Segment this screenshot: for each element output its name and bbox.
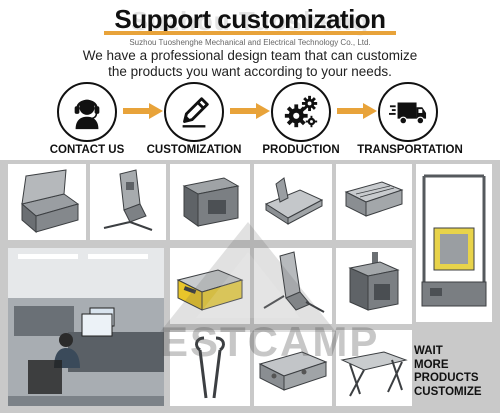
product-image-tray xyxy=(254,164,332,240)
product-image-rocket-stove xyxy=(254,248,332,324)
cta-line-2: MORE xyxy=(414,358,449,371)
arrow-right-icon xyxy=(230,103,270,119)
description: We have a professional design team that … xyxy=(0,48,500,80)
truck-icon xyxy=(389,102,427,125)
product-image-box xyxy=(8,164,86,240)
product-bbq-stand-render xyxy=(340,351,408,397)
watermark-text: ESTCAMP xyxy=(160,318,380,365)
description-line-2: the products you want according to your … xyxy=(108,64,392,79)
product-tongs-render xyxy=(195,336,225,399)
product-firebox-render xyxy=(182,177,240,227)
product-image-grill xyxy=(336,164,412,240)
product-folding-grill-render xyxy=(258,351,328,391)
product-image-stove xyxy=(90,164,166,240)
product-image-folding-grill xyxy=(254,330,332,406)
cta-line-1: WAIT xyxy=(414,345,443,357)
product-yellow-box-render xyxy=(176,269,244,311)
product-furnace-render xyxy=(421,174,487,307)
step-label-transportation: TRANSPORTATION xyxy=(357,144,463,156)
step-label-contact: CONTACT US xyxy=(49,144,125,156)
step-label-production: PRODUCTION xyxy=(262,144,340,156)
page-title: Support customization xyxy=(114,4,386,34)
step-contact xyxy=(57,82,117,142)
product-image-furnace xyxy=(416,164,492,322)
watermark-logo-icon xyxy=(160,222,336,332)
product-tray-render xyxy=(264,177,324,225)
step-customization xyxy=(164,82,224,142)
product-rocket-stove-render xyxy=(263,251,325,313)
arrow-right-icon xyxy=(337,103,377,119)
office-photo-render xyxy=(8,248,164,406)
product-image-yellow-box xyxy=(170,248,250,324)
gears-icon xyxy=(284,95,318,128)
cta-text: WAIT MORE PRODUCTS CUSTOMIZE xyxy=(414,345,482,399)
cta-line-4: CUSTOMIZE xyxy=(414,385,482,398)
company-name: Suzhou Tuoshenghe Mechanical and Electri… xyxy=(129,38,371,47)
step-transportation xyxy=(378,82,438,142)
title-underline xyxy=(104,31,396,35)
product-image-heater xyxy=(336,248,412,324)
product-grill-render xyxy=(344,181,404,217)
product-image-bbq-stand xyxy=(336,330,412,406)
cta-line-3: PRODUCTS xyxy=(414,372,479,384)
pencil-icon xyxy=(182,97,209,128)
description-line-1: We have a professional design team that … xyxy=(82,48,418,63)
headset-person-icon xyxy=(74,99,100,130)
step-production xyxy=(271,82,331,142)
product-image-firebox xyxy=(170,164,250,240)
office-photo xyxy=(8,248,164,406)
step-label-customization: CUSTOMIZATION xyxy=(146,144,242,156)
product-image-tongs xyxy=(170,330,250,406)
product-heater-render xyxy=(348,252,400,311)
product-box-render xyxy=(20,169,80,234)
arrow-right-icon xyxy=(123,103,163,119)
product-stove-render xyxy=(103,169,153,231)
